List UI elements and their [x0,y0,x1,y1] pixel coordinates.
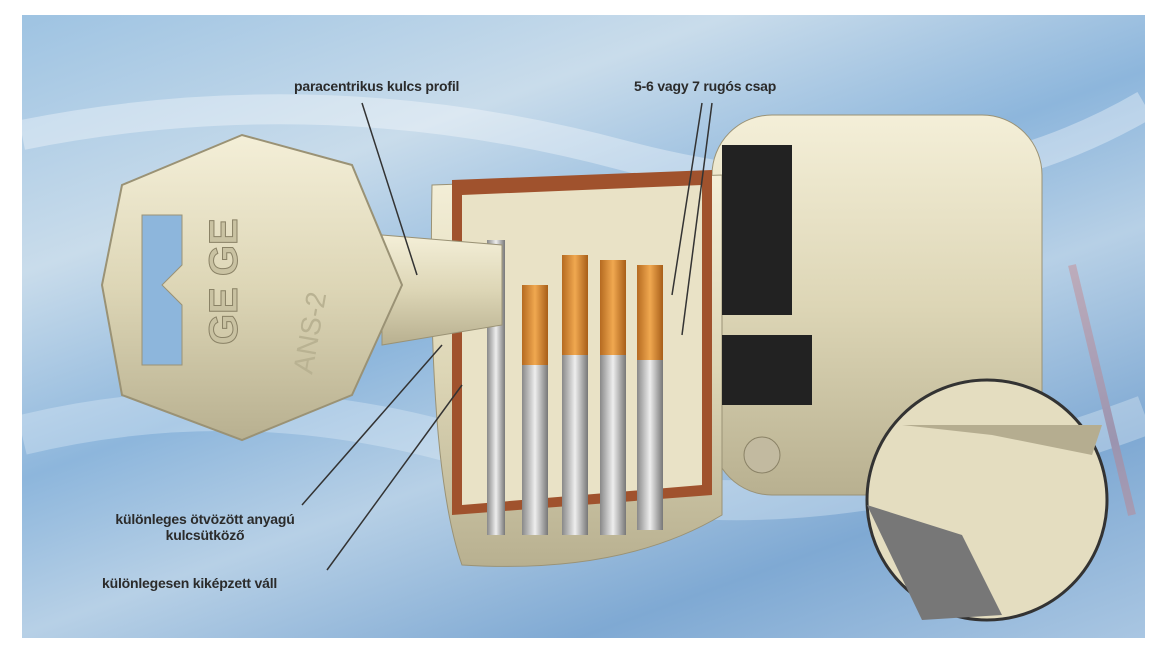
label-shoulder: különlegesen kiképzett váll [102,575,278,591]
pin-stack [487,240,663,535]
leader-lines [301,102,713,571]
label-spring-pins: 5-6 vagy 7 rugós csap [634,78,777,94]
label-key-stop-line1: különleges ötvözött anyagú [115,511,295,527]
label-key-profile: paracentrikus kulcs profil [294,78,460,94]
detail-inset [865,378,1109,622]
label-key-stop: különleges ötvözött anyagú kulcsütköző [80,511,330,543]
label-key-stop-line2: kulcsütköző [165,527,245,543]
cylinder-diagram: GE GE ANS-2 [22,92,1145,622]
key: GE GE ANS-2 [100,133,503,442]
key-brand-engraving: GE GE [202,218,246,345]
lock-cylinder-illustration: GE GE ANS-2 paracentrikus kulcs profil 5… [22,15,1145,638]
